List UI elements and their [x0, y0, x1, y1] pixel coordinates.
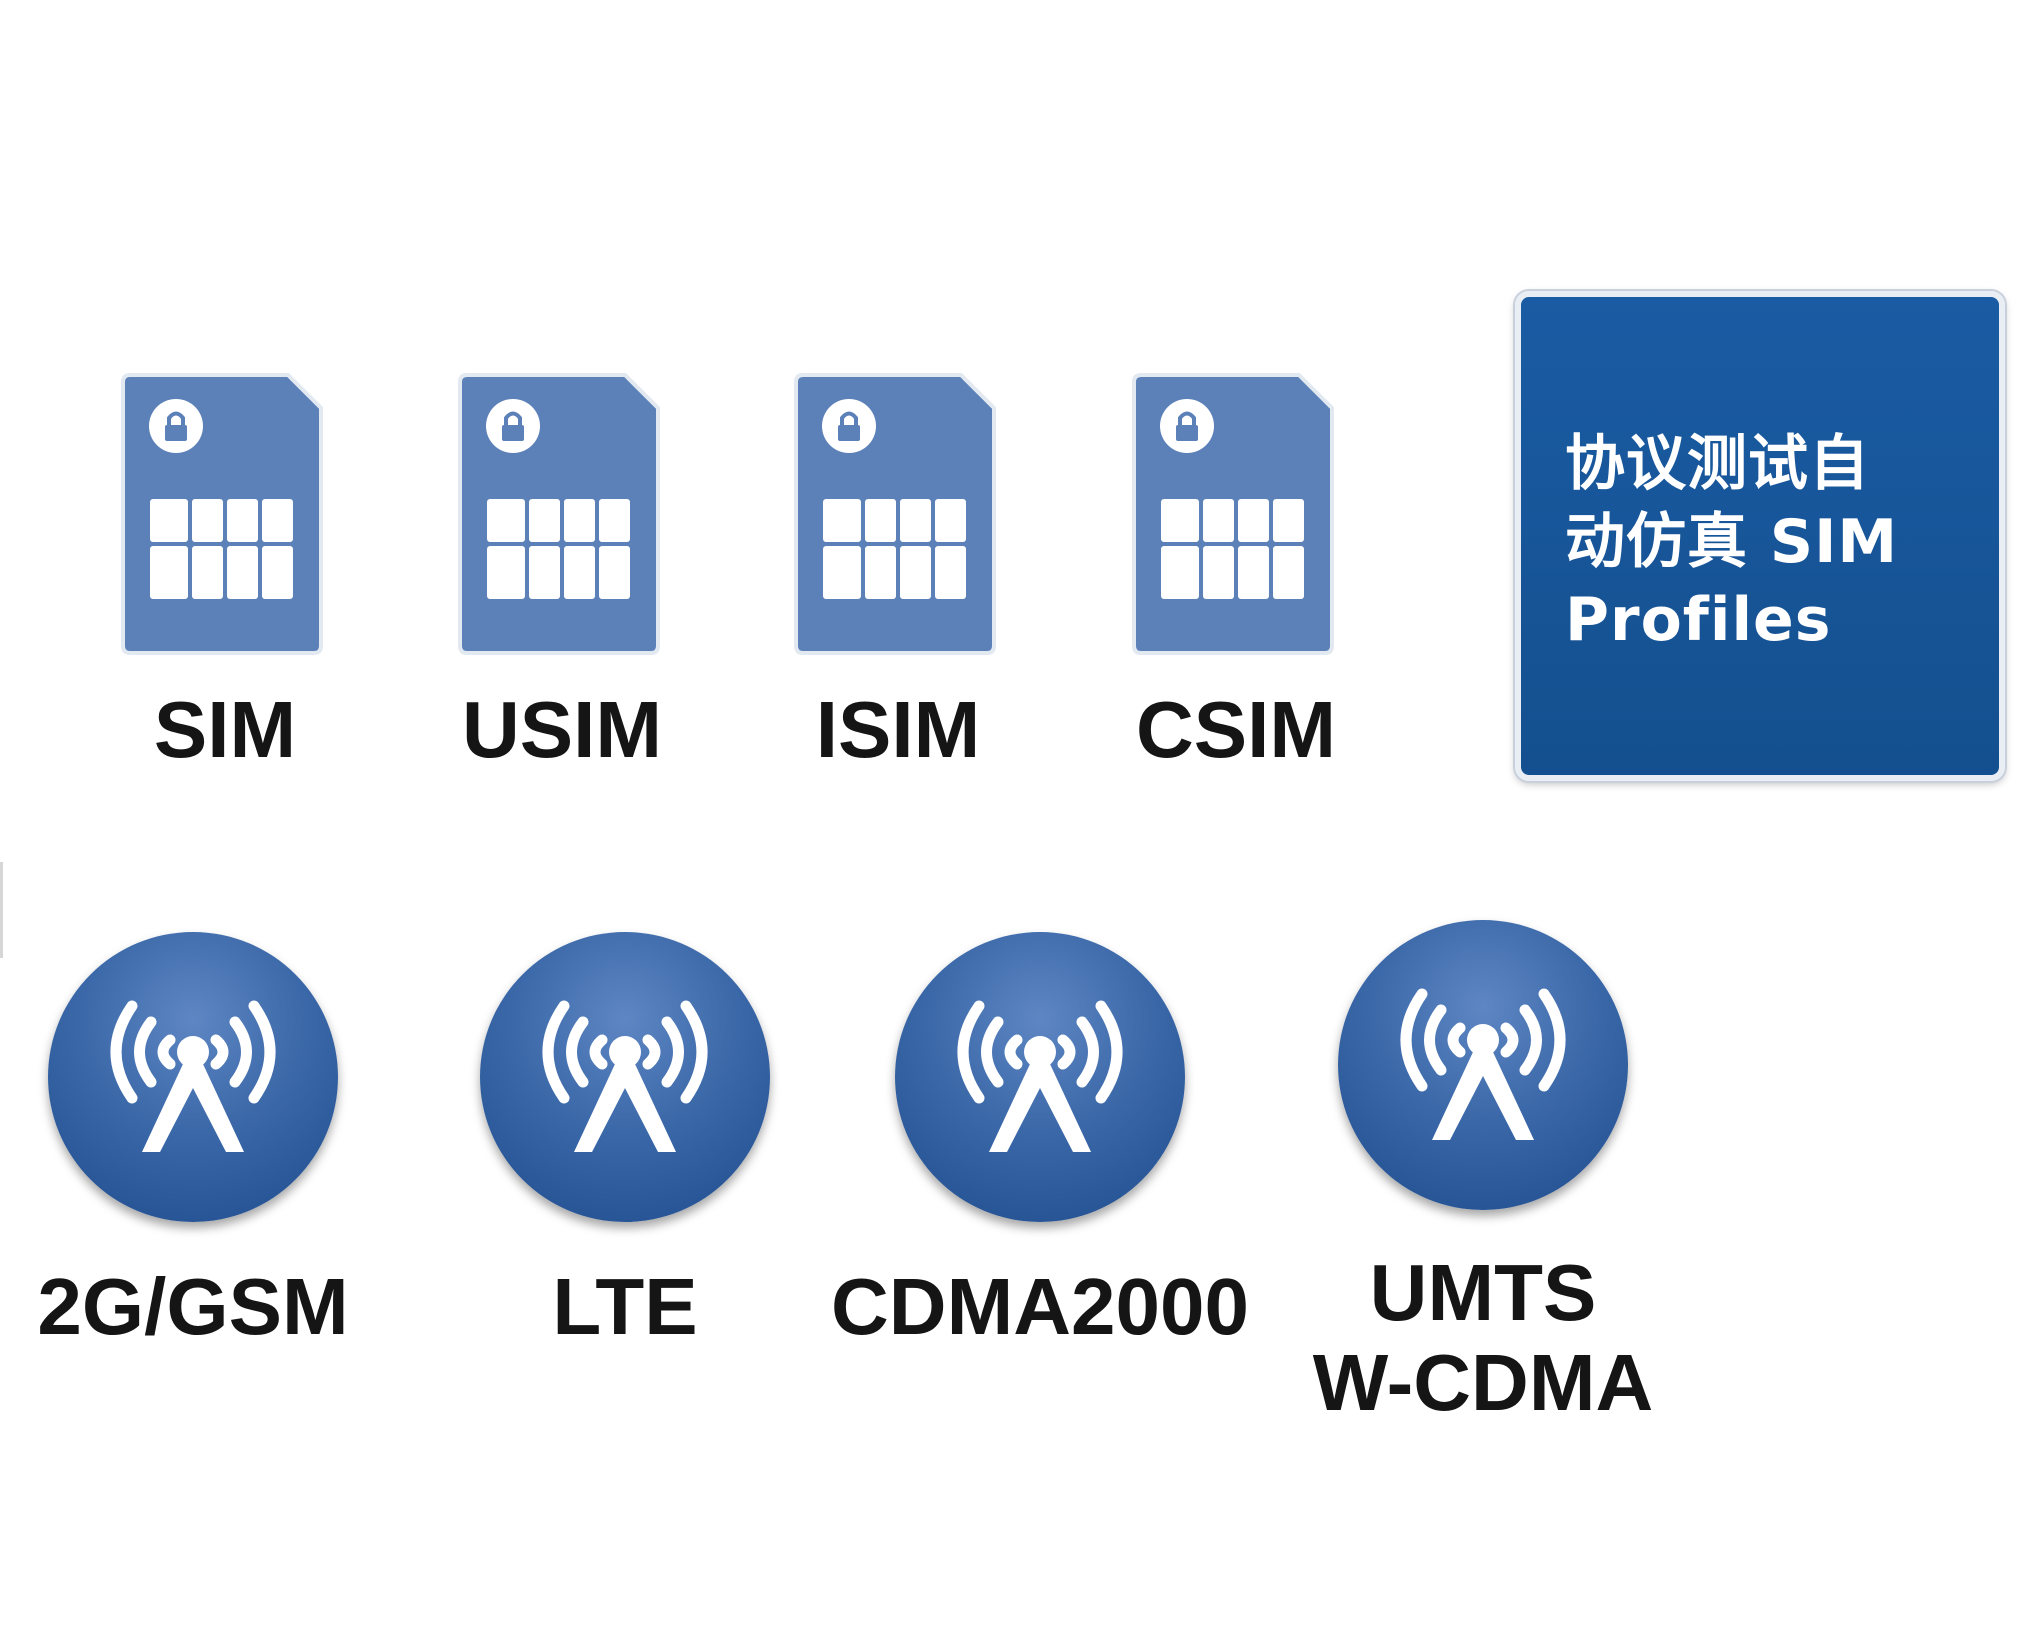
- sim-card-icon: [793, 372, 997, 656]
- sim-profiles-line: 动仿真 SIM: [1565, 507, 1899, 577]
- network-label: LTE: [552, 1262, 698, 1351]
- sim-card-icon: [1131, 372, 1335, 656]
- network-label: CDMA2000: [831, 1262, 1249, 1351]
- network-circle: [480, 932, 770, 1222]
- network-label-line: UMTS: [1369, 1248, 1597, 1337]
- sim-card-icon: [457, 372, 661, 656]
- antenna-tower-icon: [1400, 988, 1566, 1140]
- sim-type-usim: USIM: [457, 372, 717, 892]
- network-circle: [895, 932, 1185, 1222]
- sim-type-csim: CSIM: [1131, 372, 1391, 892]
- sim-type-label: CSIM: [1136, 685, 1336, 774]
- left-divider: [0, 862, 3, 958]
- sim-profiles-line: 协议测试自: [1565, 429, 1870, 499]
- network-circle: [1338, 920, 1628, 1210]
- antenna-tower-icon: [110, 1000, 276, 1152]
- sim-type-label: SIM: [153, 685, 297, 774]
- sim-type-isim: ISIM: [793, 372, 1053, 892]
- antenna-tower-icon: [957, 1000, 1123, 1152]
- sim-profiles-text: 协议测试自 动仿真 SIM Profiles: [1565, 425, 1985, 659]
- sim-type-sim: SIM: [120, 372, 380, 892]
- sim-profiles-box: 协议测试自 动仿真 SIM Profiles: [1515, 291, 2005, 781]
- sim-type-label: USIM: [462, 685, 662, 774]
- network-circle: [48, 932, 338, 1222]
- sim-type-label: ISIM: [815, 685, 981, 774]
- network-label-line: W-CDMA: [1312, 1338, 1654, 1427]
- sim-profiles-line: Profiles: [1565, 585, 1832, 655]
- sim-card-icon: [120, 372, 324, 656]
- antenna-tower-icon: [542, 1000, 708, 1152]
- network-label: 2G/GSM: [37, 1262, 349, 1351]
- network-label: UMTS W-CDMA: [1258, 1248, 1708, 1428]
